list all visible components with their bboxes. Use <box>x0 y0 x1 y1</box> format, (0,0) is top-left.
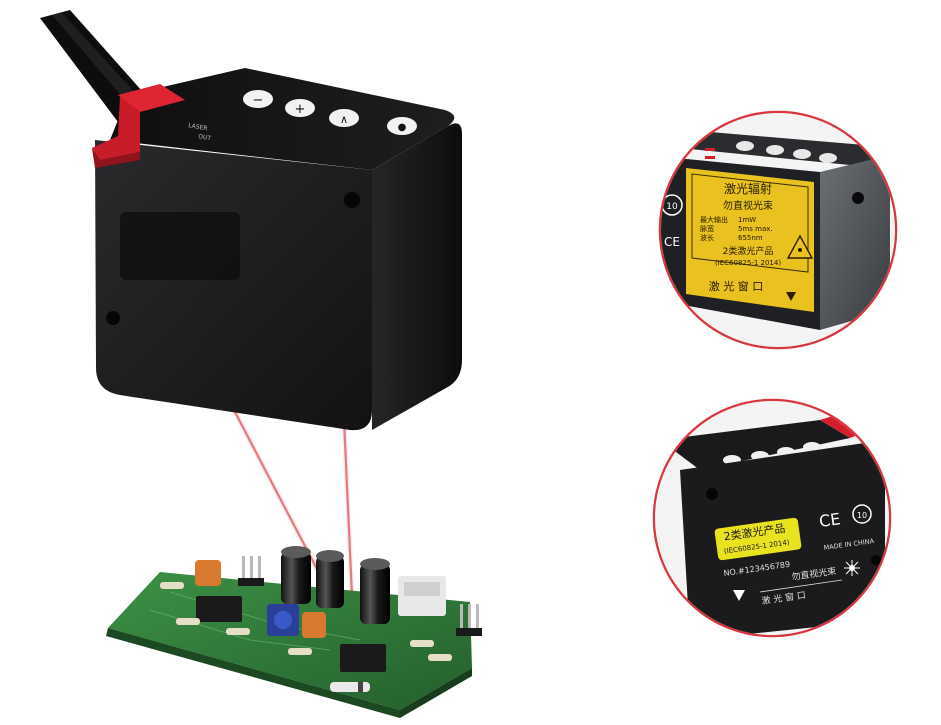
window-label: 激 光 窗 口 <box>709 279 764 293</box>
electrolytic-capacitor <box>316 550 344 608</box>
svg-text:655nm: 655nm <box>738 234 763 242</box>
sensor-top-label: LASER <box>188 122 208 132</box>
circuit-board <box>106 546 482 718</box>
plus-button[interactable]: + <box>285 99 315 117</box>
ceramic-capacitor <box>302 612 326 638</box>
label-line2: 勿直视光束 <box>723 199 773 212</box>
minus-button[interactable]: − <box>243 90 273 108</box>
svg-text:最大输出: 最大输出 <box>700 215 728 224</box>
callout-underside-view: 2类激光产品 (IEC60825-1 2014) CE 10 MADE IN C… <box>652 398 892 638</box>
electrolytic-capacitor <box>281 546 311 604</box>
svg-text:−: − <box>253 93 264 108</box>
svg-text:+: + <box>295 102 306 117</box>
svg-text:(IEC60825-1 2014): (IEC60825-1 2014) <box>715 259 781 267</box>
screw-hole <box>344 192 360 208</box>
svg-text:脉宽: 脉宽 <box>700 224 714 233</box>
svg-text:波长: 波长 <box>700 233 714 242</box>
pin-header <box>242 556 479 632</box>
laser-warning-triangle-icon <box>786 234 814 259</box>
down-triangle-icon <box>786 292 796 301</box>
screw-hole <box>106 311 120 325</box>
ce-mark: CE <box>664 235 680 249</box>
set-button[interactable]: ● <box>387 117 417 135</box>
laser-warning-label: 激光辐射 勿直视光束 最大输出 1mW 脉宽 5ms max. 波长 655nm… <box>686 168 814 312</box>
laser-class-badge: 2类激光产品 (IEC60825-1 2014) <box>714 517 802 561</box>
callout-warning-label-view: 激光辐射 勿直视光束 最大输出 1mW 脉宽 5ms max. 波长 655nm… <box>658 110 898 350</box>
label-title: 激光辐射 <box>724 181 772 196</box>
diode <box>330 682 370 692</box>
ic-chip <box>340 644 386 672</box>
electrolytic-capacitor <box>360 558 390 624</box>
svg-text:10: 10 <box>666 202 678 212</box>
rohs-10-icon <box>852 504 872 524</box>
svg-text:10: 10 <box>857 511 867 520</box>
laser-emitter-starburst-icon <box>844 560 860 576</box>
mode-button[interactable]: ∧ <box>329 109 359 127</box>
svg-text:∧: ∧ <box>340 113 348 126</box>
sensor-top-label: OUT <box>198 133 212 142</box>
resistor <box>160 582 452 661</box>
ceramic-capacitor <box>195 560 221 586</box>
svg-text:●: ● <box>398 122 407 133</box>
laser-sensor-body: LASER OUT − + ∧ ● <box>92 68 462 431</box>
svg-text:1mW: 1mW <box>738 216 756 224</box>
ce-mark: CE <box>818 509 842 531</box>
emitter-window <box>120 212 240 280</box>
svg-text:2类激光产品: 2类激光产品 <box>723 245 774 257</box>
ic-chip <box>196 596 242 622</box>
down-triangle-icon <box>733 590 745 601</box>
svg-text:5ms max.: 5ms max. <box>738 225 773 233</box>
